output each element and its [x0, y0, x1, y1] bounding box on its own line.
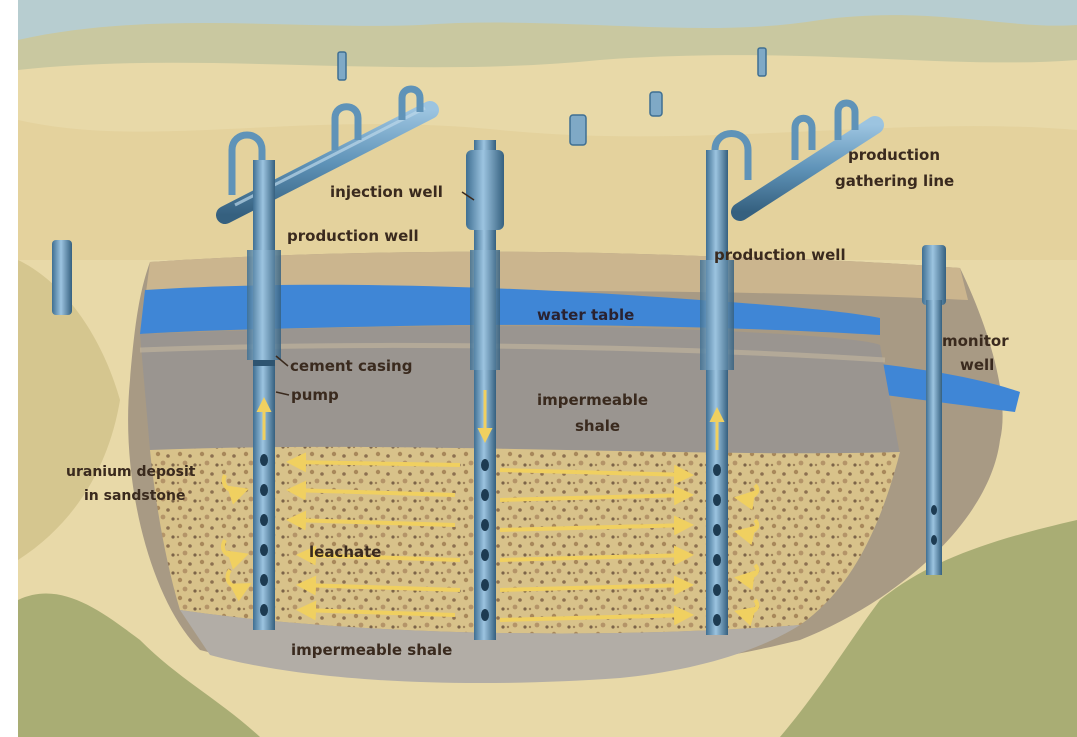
label-production-well-right: production well [714, 246, 846, 264]
surface-shading [18, 120, 1077, 260]
label-leachate: leachate [309, 543, 381, 561]
label-injection-well: injection well [330, 183, 443, 201]
label-uranium-deposit-1: uranium deposit [66, 464, 196, 480]
frame-left-strip [0, 0, 18, 737]
label-water-table: water table [537, 306, 634, 324]
label-impermeable-shale-middle-2: shale [575, 417, 620, 435]
label-impermeable-shale-middle-1: impermeable [537, 391, 648, 409]
label-production-gathering-line-2: gathering line [835, 172, 954, 190]
label-monitor-well-2: well [960, 356, 994, 374]
monitor-well-left [52, 240, 72, 315]
label-production-well-left: production well [287, 227, 419, 245]
label-impermeable-shale-bottom: impermeable shale [291, 641, 452, 659]
label-cement-casing: cement casing [290, 357, 412, 375]
label-monitor-well-1: monitor [942, 332, 1009, 350]
label-production-gathering-line-1: production [848, 146, 940, 164]
label-pump: pump [291, 386, 339, 404]
label-uranium-deposit-2: in sandstone [84, 488, 186, 504]
